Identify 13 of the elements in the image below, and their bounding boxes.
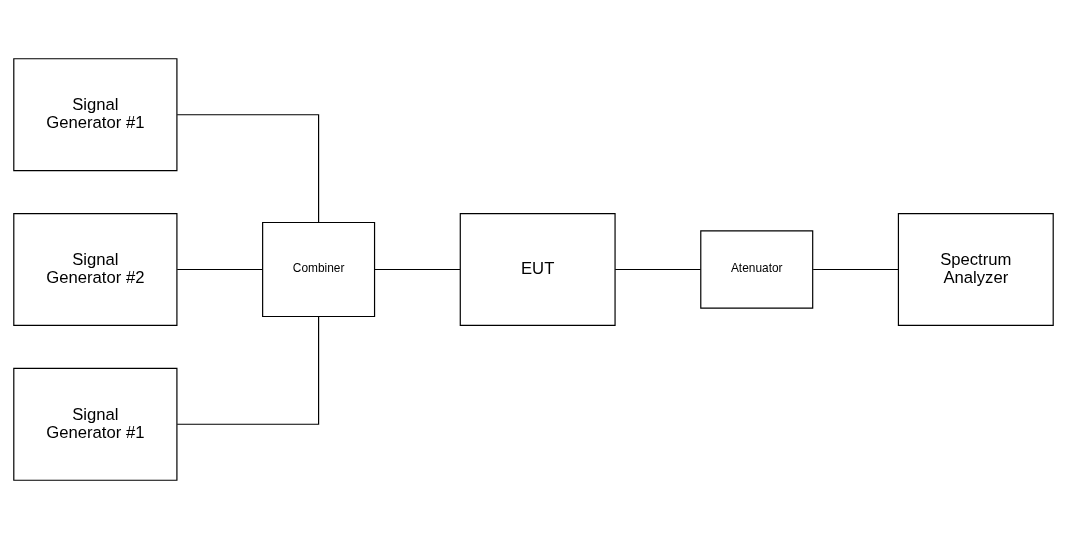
connector (176, 268, 264, 270)
connector (812, 268, 899, 270)
node-box: Signal Generator #2 (13, 212, 178, 326)
connector (614, 268, 702, 270)
connector (374, 268, 461, 270)
node-box: Combiner (262, 221, 376, 317)
node-box: Spectrum Analyzer (897, 212, 1054, 326)
node-box: Signal Generator #1 (13, 367, 178, 481)
connector (176, 113, 320, 223)
connector (176, 315, 320, 425)
node-box: Signal Generator #1 (13, 57, 178, 171)
node-box: EUT (459, 212, 616, 326)
node-box: Atenuator (700, 229, 814, 309)
